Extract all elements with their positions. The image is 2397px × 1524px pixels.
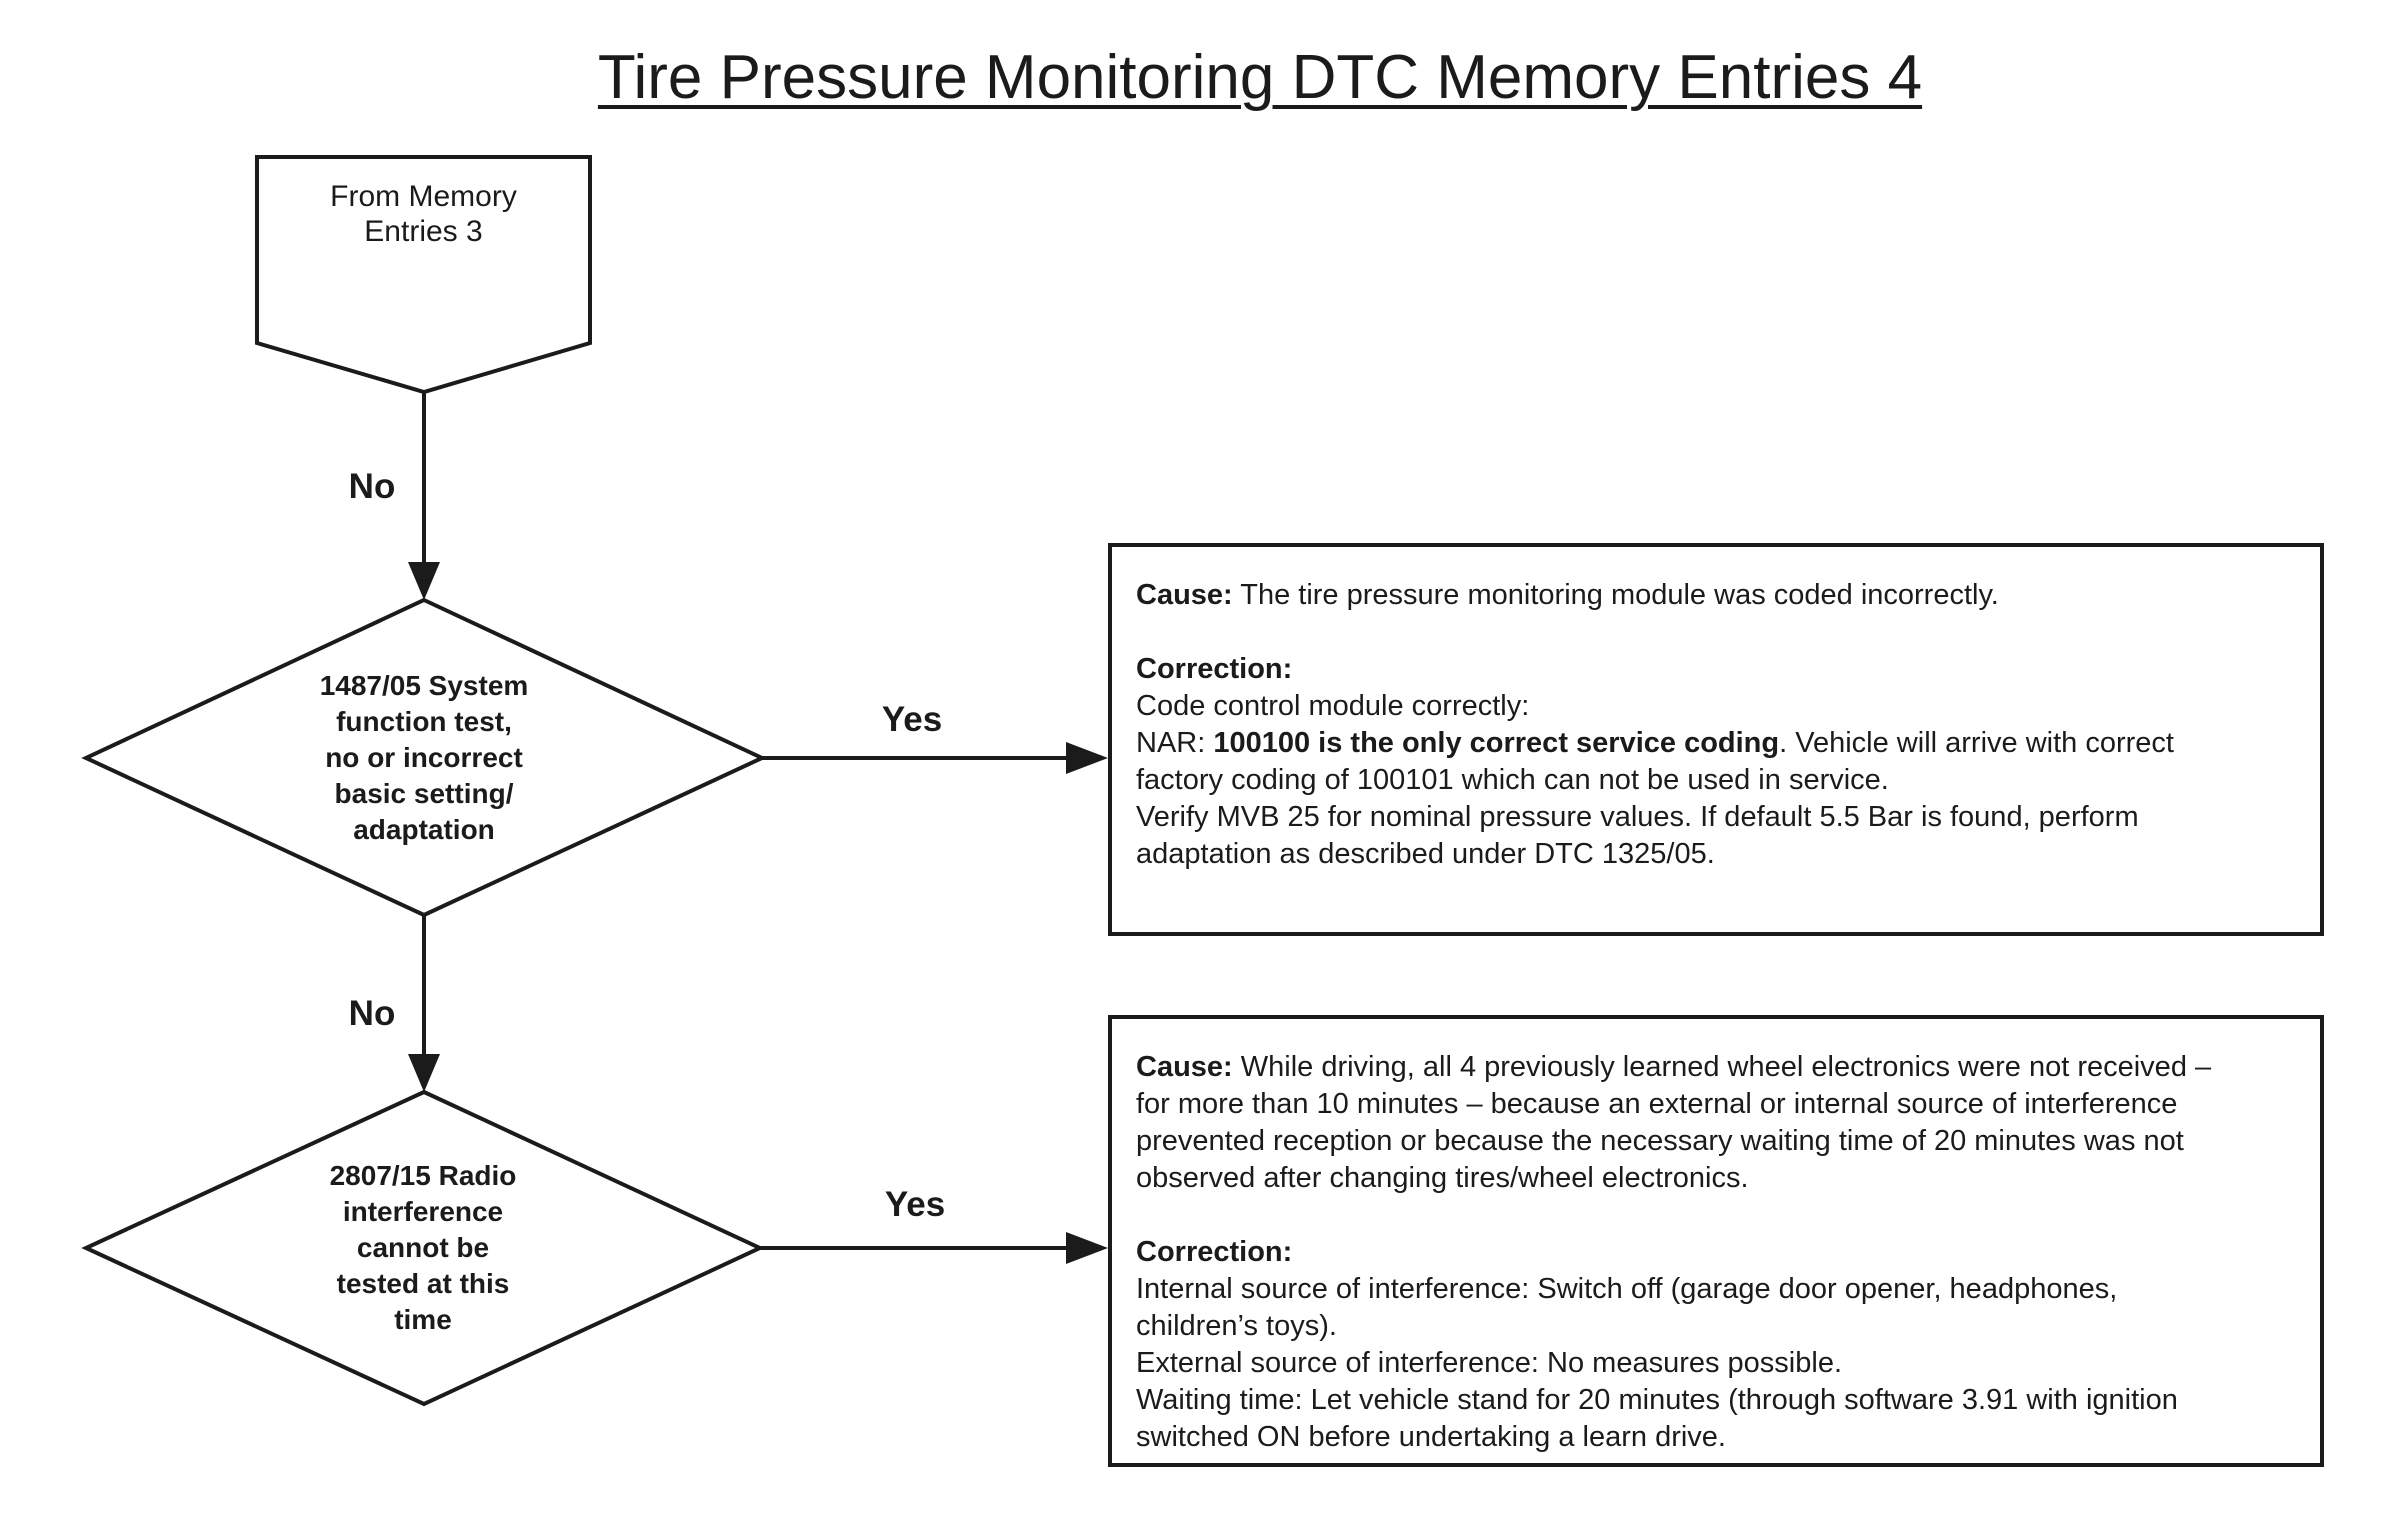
- text-line: factory coding of 100101 which can not b…: [1136, 762, 2296, 799]
- text-line: Correction:: [1136, 651, 2296, 688]
- start-connector-line: From Memory: [330, 180, 517, 213]
- text-segment: NAR:: [1136, 727, 1214, 759]
- edge-label-no-1: No: [348, 467, 396, 506]
- decision-2-line: interference: [342, 1196, 504, 1227]
- decision-2-line: tested at this: [336, 1268, 510, 1299]
- edge-label-no-2: No: [348, 994, 396, 1033]
- text-segment: Internal source of interference: Switch …: [1136, 1273, 2118, 1305]
- decision-1-line: function test,: [336, 706, 512, 737]
- decision-2-line: cannot be: [356, 1232, 490, 1263]
- page-title: Tire Pressure Monitoring DTC Memory Entr…: [597, 43, 1923, 112]
- text-line-blank: [1136, 614, 2296, 651]
- decision-1-line: no or incorrect: [325, 742, 523, 773]
- start-connector-line: Entries 3: [364, 215, 483, 248]
- text-segment-bold: Cause:: [1136, 1051, 1233, 1083]
- edge-yes-2-arrowhead: [1066, 1232, 1108, 1264]
- text-line: Verify MVB 25 for nominal pressure value…: [1136, 799, 2296, 836]
- text-line: children’s toys).: [1136, 1308, 2296, 1345]
- text-segment: . Vehicle will arrive with correct: [1779, 727, 2174, 759]
- edge-yes-1-arrowhead: [1066, 742, 1108, 774]
- decision-1-label: 1487/05 System function test, no or inco…: [86, 668, 762, 848]
- text-line: Cause: While driving, all 4 previously l…: [1136, 1049, 2296, 1086]
- text-line: prevented reception or because the neces…: [1136, 1123, 2296, 1160]
- decision-1-line: 1487/05 System: [319, 670, 529, 701]
- text-line-blank: [1136, 1197, 2296, 1234]
- start-connector-label: From Memory Entries 3: [257, 179, 590, 249]
- text-line: switched ON before undertaking a learn d…: [1136, 1419, 2296, 1456]
- edge-no-1-arrowhead: [408, 562, 440, 600]
- text-segment-bold: Cause:: [1136, 579, 1233, 611]
- decision-1-line: basic setting/: [334, 778, 514, 809]
- start-connector-shape: [255, 155, 592, 395]
- decision-2-line: time: [394, 1304, 452, 1335]
- text-segment: Verify MVB 25 for nominal pressure value…: [1136, 801, 2139, 833]
- result-box-2: Cause: While driving, all 4 previously l…: [1108, 1015, 2324, 1467]
- text-segment: Code control module correctly:: [1136, 690, 1530, 722]
- edge-label-yes-1: Yes: [881, 700, 943, 739]
- text-segment-bold: Correction:: [1136, 1236, 1293, 1268]
- text-segment: While driving, all 4 previously learned …: [1232, 1051, 2212, 1083]
- text-line: Internal source of interference: Switch …: [1136, 1271, 2296, 1308]
- text-line: Waiting time: Let vehicle stand for 20 m…: [1136, 1382, 2296, 1419]
- text-line: for more than 10 minutes – because an ex…: [1136, 1086, 2296, 1123]
- edge-label-yes-2: Yes: [884, 1185, 946, 1224]
- text-segment: switched ON before undertaking a learn d…: [1136, 1421, 1726, 1453]
- text-segment: adaptation as described under DTC 1325/0…: [1136, 838, 1715, 870]
- text-segment: prevented reception or because the neces…: [1136, 1125, 2184, 1157]
- text-segment: observed after changing tires/wheel elec…: [1136, 1162, 1749, 1194]
- result-box-1: Cause: The tire pressure monitoring modu…: [1108, 543, 2324, 936]
- text-line: NAR: 100100 is the only correct service …: [1136, 725, 2296, 762]
- text-line: External source of interference: No meas…: [1136, 1345, 2296, 1382]
- text-segment-bold: 100100 is the only correct service codin…: [1213, 727, 1780, 759]
- text-segment: External source of interference: No meas…: [1136, 1347, 1843, 1379]
- text-line: Correction:: [1136, 1234, 2296, 1271]
- text-segment: children’s toys).: [1136, 1310, 1337, 1342]
- decision-2-line: 2807/15 Radio: [329, 1160, 517, 1191]
- decision-2-label: 2807/15 Radio interference cannot be tes…: [86, 1158, 760, 1338]
- decision-1-line: adaptation: [353, 814, 495, 845]
- text-line: Code control module correctly:: [1136, 688, 2296, 725]
- text-segment: Waiting time: Let vehicle stand for 20 m…: [1136, 1384, 2178, 1416]
- edge-no-2-arrowhead: [408, 1054, 440, 1092]
- text-segment-bold: Correction:: [1136, 653, 1293, 685]
- text-line: adaptation as described under DTC 1325/0…: [1136, 836, 2296, 873]
- text-line: observed after changing tires/wheel elec…: [1136, 1160, 2296, 1197]
- decision-2-diamond: [81, 1089, 765, 1407]
- text-line: Cause: The tire pressure monitoring modu…: [1136, 577, 2296, 614]
- text-segment: factory coding of 100101 which can not b…: [1136, 764, 1889, 796]
- text-segment: for more than 10 minutes – because an ex…: [1136, 1088, 2178, 1120]
- text-segment: The tire pressure monitoring module was …: [1232, 579, 1999, 611]
